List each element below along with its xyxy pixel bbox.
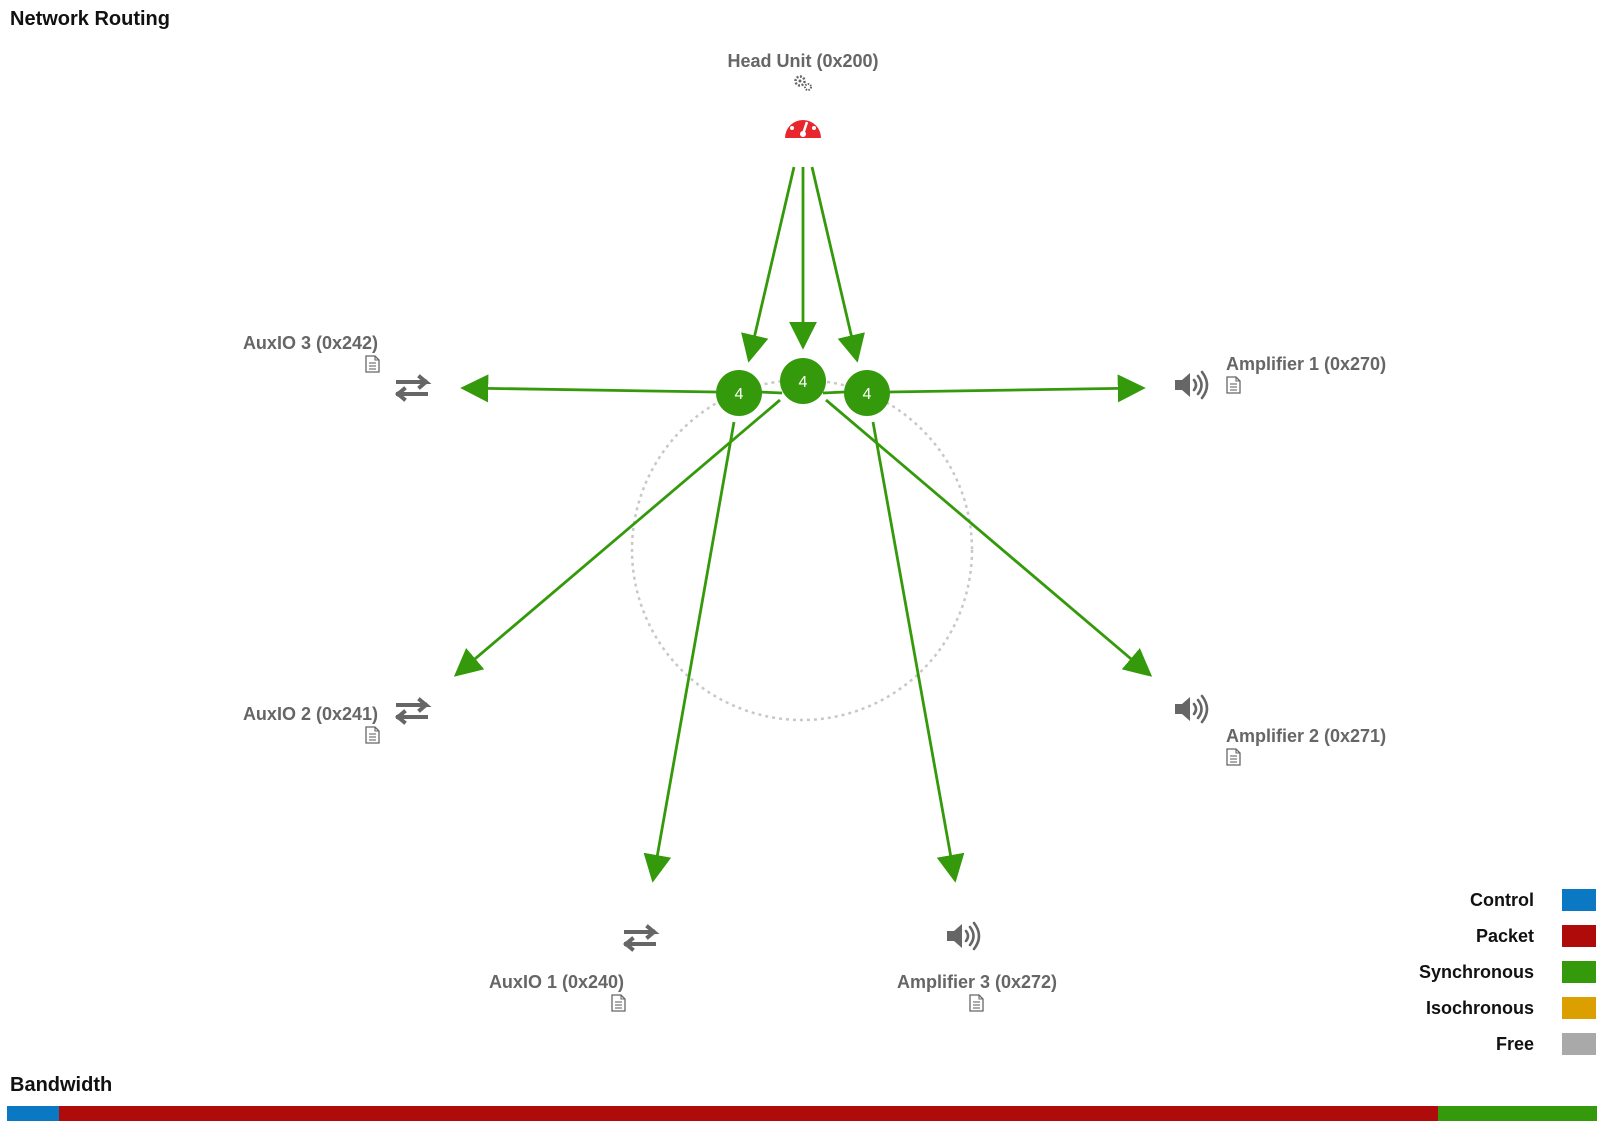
link-to-auxio1 (643, 421, 736, 883)
node-label: Head Unit (0x200) (727, 51, 878, 71)
arrows-exchange-icon (624, 925, 656, 951)
link-to-auxio2 (453, 398, 781, 677)
node-label: Amplifier 1 (0x270) (1226, 354, 1386, 374)
document-icon[interactable] (365, 355, 380, 373)
hub-count: 4 (863, 386, 872, 403)
legend-swatch (1562, 925, 1596, 947)
bandwidth-segment-synchronous (1437, 1106, 1597, 1121)
hub-count: 4 (735, 386, 744, 403)
link-hub-left-center (759, 390, 783, 395)
node-amplifier-1[interactable]: Amplifier 1 (0x270) (1173, 354, 1386, 400)
legend-item-free: Free (1419, 1026, 1596, 1062)
legend-label: Synchronous (1418, 961, 1534, 982)
bandwidth-segment-control (7, 1106, 60, 1121)
node-amplifier-2[interactable]: Amplifier 2 (0x271) (1173, 694, 1386, 766)
speaker-icon (1173, 694, 1209, 724)
link-hub-center-right (822, 390, 846, 395)
link-head-to-hub-right (810, 166, 865, 363)
speedometer-icon (785, 114, 821, 138)
document-icon[interactable] (1226, 748, 1241, 766)
legend-swatch (1562, 961, 1596, 983)
legend-item-isochronous: Isochronous (1419, 990, 1596, 1026)
hub-count: 4 (799, 374, 808, 391)
link-to-auxio3 (460, 374, 717, 403)
node-auxio-3[interactable]: AuxIO 3 (0x242) (243, 333, 428, 401)
node-label: AuxIO 3 (0x242) (243, 333, 378, 353)
legend-item-synchronous: Synchronous (1419, 954, 1596, 990)
link-to-amp1 (888, 374, 1146, 403)
node-auxio-1[interactable]: AuxIO 1 (0x240) (489, 925, 656, 1012)
legend-swatch (1562, 889, 1596, 911)
node-auxio-2[interactable]: AuxIO 2 (0x241) (243, 698, 428, 744)
bandwidth-bar (7, 1106, 1597, 1121)
document-icon[interactable] (611, 994, 626, 1012)
bandwidth-segment-packet (59, 1106, 1438, 1121)
node-label: Amplifier 3 (0x272) (897, 972, 1057, 992)
hub-center[interactable]: 4 (780, 358, 826, 404)
legend-label: Control (1470, 889, 1534, 910)
bandwidth-title: Bandwidth (10, 1074, 113, 1096)
legend-label: Free (1495, 1033, 1534, 1054)
link-to-amp3 (871, 421, 965, 883)
arrows-exchange-icon (396, 375, 428, 401)
node-label: Amplifier 2 (0x271) (1226, 726, 1386, 746)
gears-icon (794, 75, 812, 91)
legend-item-control: Control (1419, 882, 1596, 918)
node-label: AuxIO 1 (0x240) (489, 972, 624, 992)
node-label: AuxIO 2 (0x241) (243, 704, 378, 724)
document-icon[interactable] (969, 994, 984, 1012)
legend-label: Packet (1475, 925, 1534, 946)
node-amplifier-3[interactable]: Amplifier 3 (0x272) (897, 921, 1057, 1012)
legend-swatch (1562, 1033, 1596, 1055)
network-diagram: 4 4 4 Head Unit (0x200) AuxIO 3 (0x242) (243, 51, 1386, 1012)
legend-swatch (1562, 997, 1596, 1019)
document-icon[interactable] (365, 726, 380, 744)
speaker-icon (1173, 370, 1209, 400)
document-icon[interactable] (1226, 376, 1241, 394)
hub-right[interactable]: 4 (844, 370, 890, 416)
legend: Control Packet Synchronous Isochronous F… (1419, 882, 1596, 1062)
node-head-unit[interactable]: Head Unit (0x200) (727, 51, 879, 138)
arrows-exchange-icon (396, 698, 428, 724)
page-title: Network Routing (10, 8, 170, 30)
link-to-amp2 (825, 398, 1153, 677)
hub-left[interactable]: 4 (716, 370, 762, 416)
network-ring (630, 378, 974, 722)
speaker-icon (945, 921, 981, 951)
legend-label: Isochronous (1425, 997, 1534, 1018)
link-head-to-hub-left (741, 166, 796, 363)
legend-item-packet: Packet (1419, 918, 1596, 954)
